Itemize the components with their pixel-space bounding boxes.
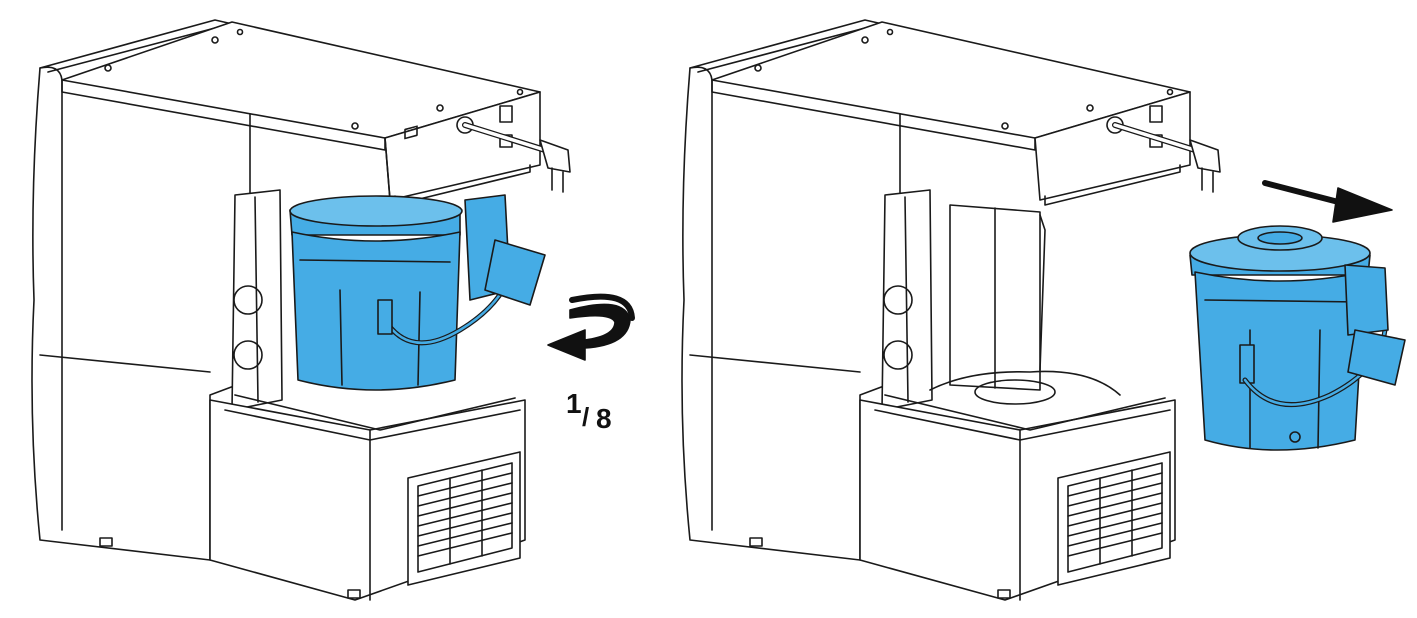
rotation-fraction-label: 1 / 8 [566,388,612,434]
svg-text:1: 1 [566,388,582,419]
vent-grille-icon [407,451,521,586]
machine-right [681,19,1221,601]
vent-grille-icon [1057,451,1171,586]
rotate-arrow-icon [547,293,635,361]
tank-removed [1189,225,1406,451]
power-plug-icon [1189,139,1221,193]
pull-arrow-icon [1262,180,1393,223]
svg-text:/: / [582,402,589,432]
power-plug-icon [539,139,571,193]
svg-text:8: 8 [596,403,612,434]
machine-left [31,19,571,601]
tank-installed [289,194,546,391]
